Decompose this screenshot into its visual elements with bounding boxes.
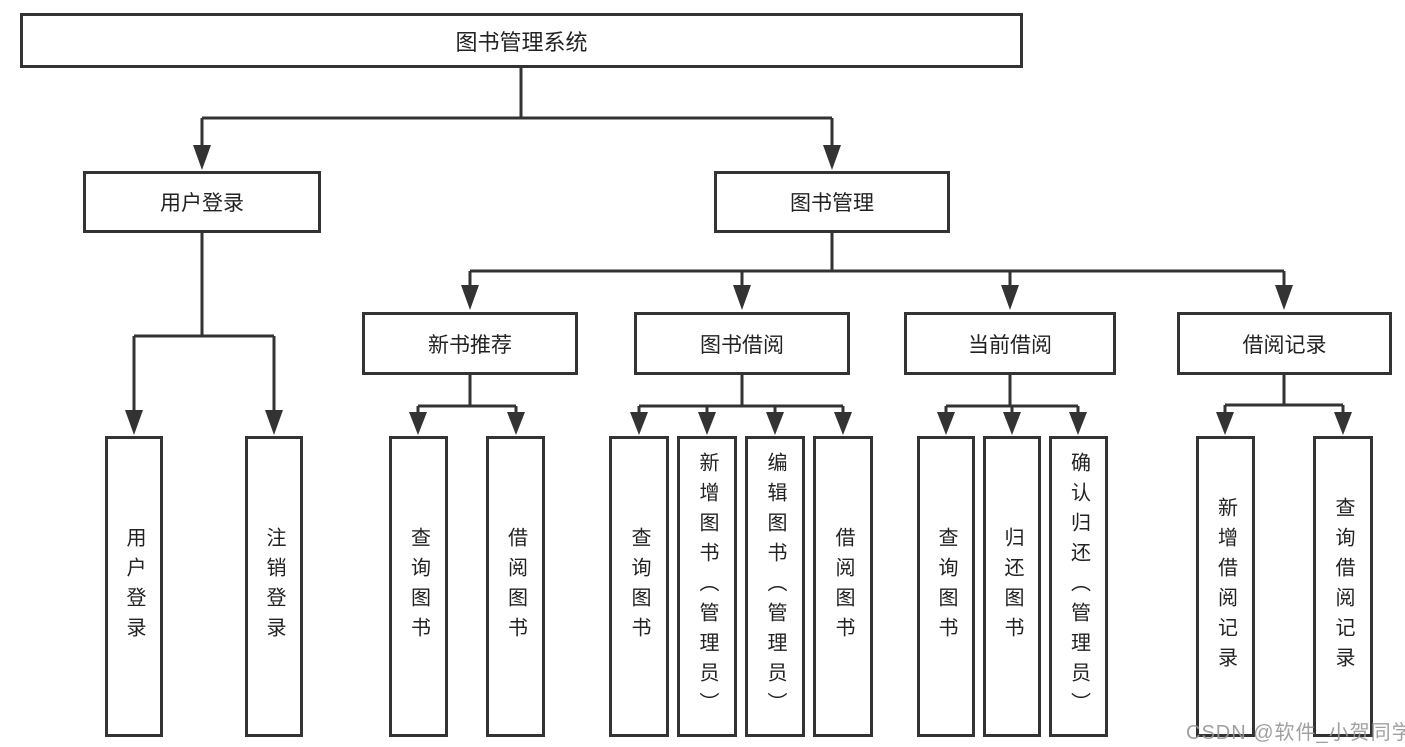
leaf-query-book-current-label: 查询图书	[935, 526, 957, 647]
node-user-login-label: 用户登录	[160, 192, 244, 215]
node-borrow-record: 借阅记录	[1177, 312, 1392, 375]
node-root-library-system: 图书管理系统	[20, 13, 1023, 68]
leaf-add-borrow-record: 新增借阅记录	[1196, 436, 1255, 737]
leaf-query-book-newbook: 查询图书	[389, 436, 448, 737]
node-new-book-recommend: 新书推荐	[362, 312, 578, 375]
node-book-management: 图书管理	[714, 171, 950, 233]
leaf-logout: 注销登录	[245, 436, 303, 737]
leaf-borrow-book-borrow-label: 借阅图书	[832, 526, 854, 647]
csdn-watermark: CSDN @软件_小贺同学	[1186, 722, 1405, 744]
node-book-management-label: 图书管理	[790, 192, 874, 215]
leaf-query-book-current: 查询图书	[917, 436, 975, 737]
leaf-borrow-book-newbook-label: 借阅图书	[504, 526, 527, 647]
leaf-query-borrow-record: 查询借阅记录	[1313, 436, 1373, 737]
leaf-query-book-borrow-label: 查询图书	[628, 526, 650, 647]
arrowhead-icons	[125, 145, 1352, 435]
leaf-query-book-newbook-label: 查询图书	[407, 526, 430, 647]
node-current-borrow: 当前借阅	[904, 312, 1116, 375]
leaf-add-borrow-record-label: 新增借阅记录	[1214, 496, 1237, 677]
node-root-label: 图书管理系统	[455, 29, 588, 55]
leaf-add-book-admin-label: 新增图书（管理员）	[696, 451, 718, 722]
node-book-borrow: 图书借阅	[634, 312, 850, 375]
leaf-add-book-admin: 新增图书（管理员）	[677, 436, 737, 737]
node-borrow-record-label: 借阅记录	[1242, 333, 1327, 357]
leaf-user-login-label: 用户登录	[123, 526, 145, 647]
node-user-login: 用户登录	[83, 171, 321, 233]
leaf-user-login: 用户登录	[105, 436, 163, 737]
leaf-borrow-book-borrow: 借阅图书	[813, 436, 873, 737]
leaf-query-borrow-record-label: 查询借阅记录	[1332, 496, 1354, 677]
leaf-logout-label: 注销登录	[263, 526, 285, 647]
node-current-borrow-label: 当前借阅	[968, 333, 1052, 357]
leaf-query-book-borrow: 查询图书	[609, 436, 669, 737]
leaf-edit-book-admin-label: 编辑图书（管理员）	[764, 451, 786, 722]
node-new-book-recommend-label: 新书推荐	[428, 333, 512, 357]
leaf-return-book-label: 归还图书	[1001, 526, 1023, 647]
leaf-edit-book-admin: 编辑图书（管理员）	[745, 436, 805, 737]
leaf-confirm-return-admin-label: 确认归还（管理员）	[1067, 451, 1090, 722]
leaf-return-book: 归还图书	[983, 436, 1041, 737]
leaf-borrow-book-newbook: 借阅图书	[486, 436, 545, 737]
leaf-confirm-return-admin: 确认归还（管理员）	[1049, 436, 1108, 737]
node-book-borrow-label: 图书借阅	[700, 333, 784, 357]
